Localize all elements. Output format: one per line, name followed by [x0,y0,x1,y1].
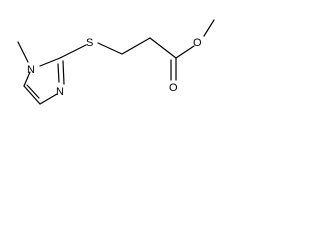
bond-ch2-ch2 [121,37,151,55]
bond-c5-n1 [23,71,31,87]
bond-s-ch2 [97,42,123,55]
bond-c2-n3 [62,60,65,85]
bond-c4-c5 [23,85,41,105]
bond-oester-methyl [203,19,215,37]
atom-n3: N [56,86,64,98]
bond-n1-c2 [39,57,61,67]
atom-o-ester: O [193,37,202,49]
atom-n1: N [27,64,35,76]
bond-carbonyl-oester [175,45,195,59]
bond-methyl-n1 [17,41,29,63]
atom-o-carbonyl: O [169,82,178,94]
bond-c4-c5-double [26,84,40,99]
bond-n3-c4 [39,93,58,105]
bond-c2-s [59,44,87,59]
molecule-structure: N N S O O [17,19,215,105]
bond-c2-n3-double [57,63,60,83]
bond-ch2-carbonyl [149,37,177,59]
atom-s: S [86,37,93,49]
